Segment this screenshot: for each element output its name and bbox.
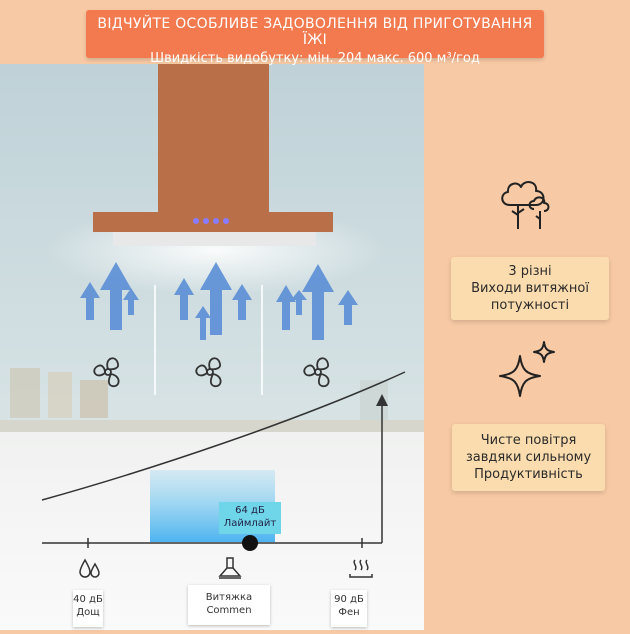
level-value: 40 дБ — [73, 594, 103, 605]
fan-icon — [195, 357, 222, 388]
airflow-arrows — [80, 262, 358, 340]
hood-chimney — [158, 64, 269, 214]
raindrops-icon — [79, 558, 100, 578]
feature-line: Продуктивність — [474, 467, 583, 482]
sound-level-hood: Витяжка Commen — [188, 585, 270, 625]
feature-line: потужності — [490, 298, 570, 313]
sound-level-hairdryer: 90 дБ Фен — [331, 590, 367, 627]
level-value: Витяжка — [205, 592, 253, 603]
feature-line: Чисте повітря — [480, 433, 577, 448]
feature-line: Виходи витяжної — [471, 281, 589, 296]
sound-marker-label: 64 дБ Лаймлайт — [219, 502, 281, 534]
steam-icon — [349, 559, 373, 578]
shelf — [0, 420, 424, 432]
feature-card-power-levels: 3 різні Виходи витяжної потужності — [451, 257, 609, 320]
banner-title: ВІДЧУЙТЕ ОСОБЛИВЕ ЗАДОВОЛЕННЯ ВІД ПРИГОТ… — [97, 16, 533, 48]
level-label: Фен — [338, 607, 360, 618]
level-label: Commen — [206, 605, 252, 616]
fan-icon — [303, 357, 330, 388]
marker-name: Лаймлайт — [223, 518, 277, 529]
hood-canopy — [93, 212, 333, 232]
level-value: 90 дБ — [334, 594, 364, 605]
sound-curve — [41, 371, 406, 501]
feature-card-clean-air: Чисте повітря завдяки сильному Продуктив… — [452, 424, 605, 491]
banner-subtitle: Швидкість видобутку: мін. 204 макс. 600 … — [150, 51, 480, 66]
level-label: Дощ — [76, 607, 100, 618]
hood-filter — [113, 232, 316, 246]
promo-banner: ВІДЧУЙТЕ ОСОБЛИВЕ ЗАДОВОЛЕННЯ ВІД ПРИГОТ… — [86, 10, 544, 66]
feature-line: 3 різні — [508, 264, 552, 279]
sound-marker — [242, 535, 258, 551]
sparkle-icon — [499, 341, 555, 397]
range-hood-icon — [218, 557, 242, 579]
sound-level-rain: 40 дБ Дощ — [73, 590, 103, 627]
hood-controls — [193, 218, 229, 224]
fan-icon — [93, 357, 120, 388]
feature-line: завдяки сильному — [465, 450, 592, 465]
tree-icon — [501, 181, 550, 229]
marker-level: 64 дБ — [235, 505, 265, 516]
